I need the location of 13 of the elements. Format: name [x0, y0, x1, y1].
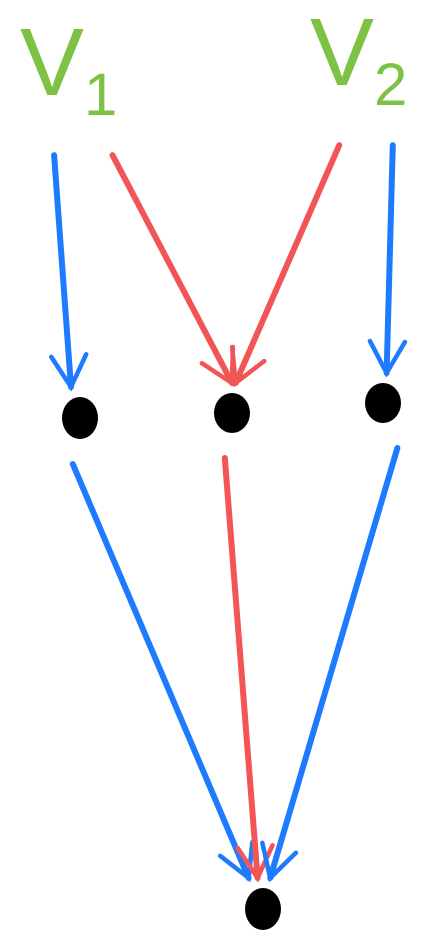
dot	[365, 383, 401, 423]
arrow	[230, 142, 342, 386]
variable-label: V$_{1}$	[20, 15, 118, 126]
arrow	[70, 461, 255, 881]
arrow	[48, 152, 88, 390]
dot	[62, 397, 98, 439]
dot	[214, 393, 250, 433]
arrow	[110, 152, 236, 386]
variable-label: V$_{2}$	[310, 5, 408, 116]
arrow	[260, 445, 400, 881]
dot	[245, 888, 281, 930]
arrow	[222, 455, 275, 881]
arrow	[368, 142, 408, 376]
